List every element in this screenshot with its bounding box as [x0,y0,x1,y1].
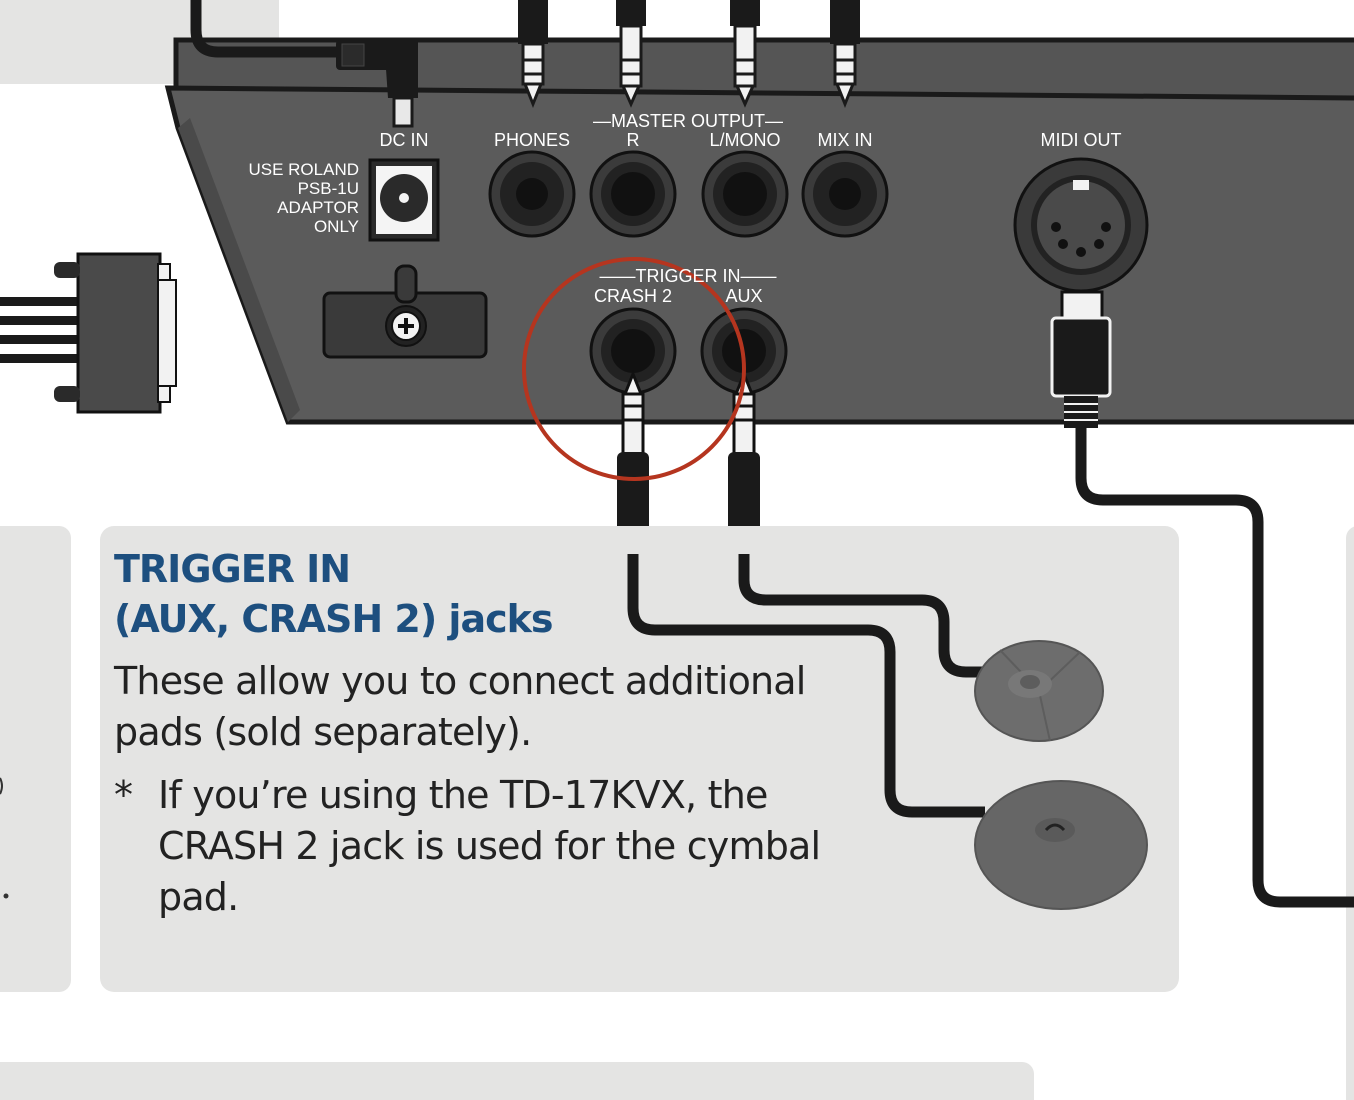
callout-title: TRIGGER IN (AUX, CRASH 2) jacks [114,544,554,644]
master-r-jack-icon [589,150,677,238]
dc-cable [190,0,342,58]
phones-jack-icon [488,150,576,238]
highlight-circle [522,257,746,481]
midi-out-jack-icon [1013,157,1149,293]
callout-box-left [0,526,71,992]
trigger-in-callout: TRIGGER IN (AUX, CRASH 2) jacks These al… [100,526,1179,992]
left-edge-glyphs [0,777,3,795]
midi-cable [1075,428,1354,908]
master-l-plug-icon [730,0,760,108]
crash2-jack-icon [589,307,677,395]
master-l-jack-icon [701,150,789,238]
note-text: If you’re using the TD-17KVX, the CRASH … [158,773,821,919]
cable-hook-icon [322,264,488,359]
callout-title-line2: (AUX, CRASH 2) jacks [114,597,554,641]
callout-body: These allow you to connect additional pa… [114,659,806,754]
multi-connector-icon [0,252,177,414]
callout-box-bottom [0,1062,1034,1100]
midi-plug-icon [1050,290,1112,428]
note-marker: * [114,773,133,817]
mix-in-plug-icon [830,0,860,109]
mix-in-jack-icon [801,150,889,238]
dc-in-jack-icon [368,158,440,242]
dc-plug-icon [336,40,418,128]
master-r-plug-icon [616,0,646,108]
callout-box-right [1346,526,1354,1100]
phones-plug-icon [518,0,548,109]
callout-title-line1: TRIGGER IN [114,547,351,591]
left-edge-period [3,893,9,899]
